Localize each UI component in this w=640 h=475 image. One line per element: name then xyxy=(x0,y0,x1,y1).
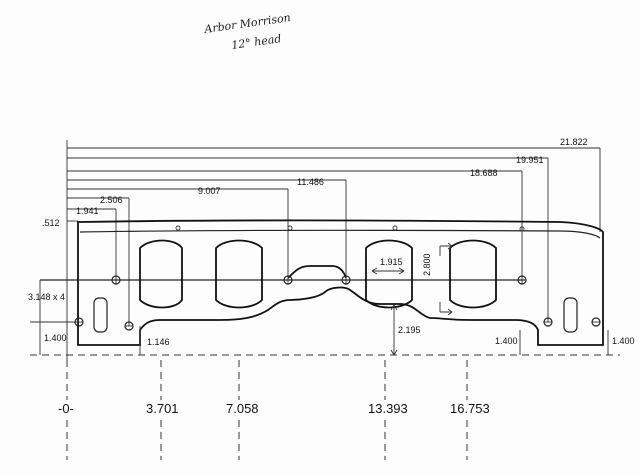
dim-2506: 2.506 xyxy=(100,195,123,205)
dim-port-height: 2.800 xyxy=(422,253,432,276)
dim-left-height: 3.148 x 4 xyxy=(28,292,65,302)
head-note: 12° head xyxy=(231,32,283,52)
exhaust-port-2 xyxy=(215,239,263,309)
exhaust-port-4 xyxy=(449,239,497,309)
exhaust-port-3 xyxy=(365,239,413,309)
bottom-reference-lines xyxy=(66,360,468,460)
port-height-arrow-top xyxy=(439,242,453,256)
dim-right-b: 1.400 xyxy=(612,336,635,346)
exhaust-port-1 xyxy=(139,239,183,309)
dim-port-width: 1.915 xyxy=(380,257,403,267)
bolt-holes xyxy=(74,225,601,331)
top-dimension-lines xyxy=(66,140,601,360)
dim-18688: 18.688 xyxy=(470,168,498,178)
dim-21822: 21.822 xyxy=(560,137,588,147)
dim-11486: 11.486 xyxy=(297,177,324,187)
dim-9007: 9.007 xyxy=(198,186,221,196)
flange-line xyxy=(79,229,601,239)
slot-left xyxy=(93,297,108,333)
port-height-arrow-bottom xyxy=(439,302,453,316)
center-bridge xyxy=(287,265,347,279)
dim-19951: 19.951 xyxy=(516,155,544,165)
dim-bottom-13393: 13.393 xyxy=(368,401,408,416)
dim-bottom-16753: 16.753 xyxy=(450,401,490,416)
dim-port-depth: 2.195 xyxy=(398,325,421,335)
dim-bottom-7058: 7.058 xyxy=(226,401,259,416)
dim-small-offset: 1.146 xyxy=(147,337,170,347)
dim-bottom-0: -0- xyxy=(58,401,74,416)
dim-bottom-3701: 3.701 xyxy=(146,401,179,416)
dim-left-bottom: 1.400 xyxy=(44,333,67,343)
dim-right-a: 1.400 xyxy=(495,336,518,346)
dim-0512: .512 xyxy=(42,218,60,228)
dim-1941: 1.941 xyxy=(76,206,99,216)
slot-right xyxy=(563,297,578,333)
